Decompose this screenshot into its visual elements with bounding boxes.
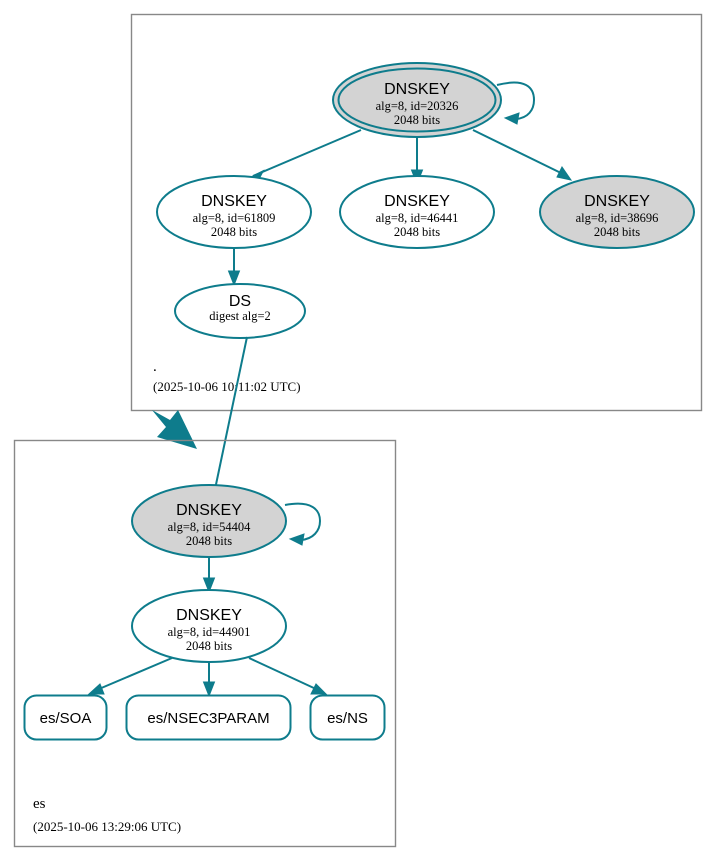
node-subtitle-alg: alg=8, id=38696 <box>576 211 659 225</box>
rrset-label: es/NSEC3PARAM <box>147 710 269 727</box>
node-subtitle-digest: digest alg=2 <box>209 309 271 323</box>
edge-root-zsk-61809-to-ds <box>227 245 241 287</box>
node-subtitle-size: 2048 bits <box>394 113 440 127</box>
node-root-ksk-20326[interactable]: DNSKEY alg=8, id=20326 2048 bits <box>332 62 502 138</box>
rrset-es-ns[interactable]: es/NS <box>309 694 386 741</box>
rrset-label: es/SOA <box>40 710 92 727</box>
node-title: DNSKEY <box>201 193 267 210</box>
node-es-ksk-54404[interactable]: DNSKEY alg=8, id=54404 2048 bits <box>131 484 287 558</box>
node-root-zsk-46441[interactable]: DNSKEY alg=8, id=46441 2048 bits <box>339 175 495 249</box>
edge-root-ksk-self-sign <box>496 81 536 125</box>
edge-es-zsk-to-ns <box>248 657 328 695</box>
node-es-zsk-44901[interactable]: DNSKEY alg=8, id=44901 2048 bits <box>131 589 287 663</box>
node-title: DNSKEY <box>176 502 242 519</box>
node-subtitle-size: 2048 bits <box>186 534 232 548</box>
node-subtitle-alg: alg=8, id=61809 <box>193 211 276 225</box>
zone-timestamp-es: (2025-10-06 13:29:06 UTC) <box>33 819 181 834</box>
es-cluster-border <box>13 439 397 848</box>
root-cluster-border <box>130 13 703 412</box>
node-title: DNSKEY <box>384 81 450 98</box>
node-subtitle-size: 2048 bits <box>394 225 440 239</box>
edge-ds-to-es-ksk-delegation <box>205 336 248 507</box>
node-subtitle-size: 2048 bits <box>594 225 640 239</box>
zone-label-es: es <box>33 796 46 812</box>
node-title: DNSKEY <box>384 193 450 210</box>
node-title: DS <box>229 293 251 310</box>
edge-es-zsk-to-nsec3param <box>202 659 216 698</box>
edge-es-zsk-to-soa <box>87 657 173 695</box>
node-subtitle-alg: alg=8, id=20326 <box>376 99 459 113</box>
node-subtitle-alg: alg=8, id=44901 <box>168 625 251 639</box>
edge-es-ksk-self-sign <box>284 502 322 546</box>
zone-cluster-root: DNSKEY alg=8, id=20326 2048 bits DNSKEY … <box>130 13 703 412</box>
node-title: DNSKEY <box>584 193 650 210</box>
zone-delegation-arrow <box>152 410 197 449</box>
node-root-zsk-61809[interactable]: DNSKEY alg=8, id=61809 2048 bits <box>156 175 312 249</box>
node-title: DNSKEY <box>176 607 242 624</box>
zone-timestamp-root: (2025-10-06 10:11:02 UTC) <box>153 379 301 394</box>
edge-root-ksk-to-zsk-61809 <box>252 129 362 185</box>
node-root-ds[interactable]: DS digest alg=2 <box>174 283 306 339</box>
node-subtitle-size: 2048 bits <box>186 639 232 653</box>
node-subtitle-alg: alg=8, id=46441 <box>376 211 459 225</box>
node-root-key-38696[interactable]: DNSKEY alg=8, id=38696 2048 bits <box>539 175 695 249</box>
edge-es-ksk-to-zsk <box>202 558 216 594</box>
edge-root-ksk-to-key-38696 <box>472 129 573 181</box>
rrset-label: es/NS <box>327 710 368 727</box>
zone-cluster-es: DNSKEY alg=8, id=54404 2048 bits DNSKEY … <box>13 439 397 848</box>
node-subtitle-alg: alg=8, id=54404 <box>168 520 252 534</box>
zone-label-root: . <box>153 359 157 375</box>
rrset-es-soa[interactable]: es/SOA <box>23 694 108 741</box>
rrset-es-nsec3param[interactable]: es/NSEC3PARAM <box>125 694 292 741</box>
node-subtitle-size: 2048 bits <box>211 225 257 239</box>
